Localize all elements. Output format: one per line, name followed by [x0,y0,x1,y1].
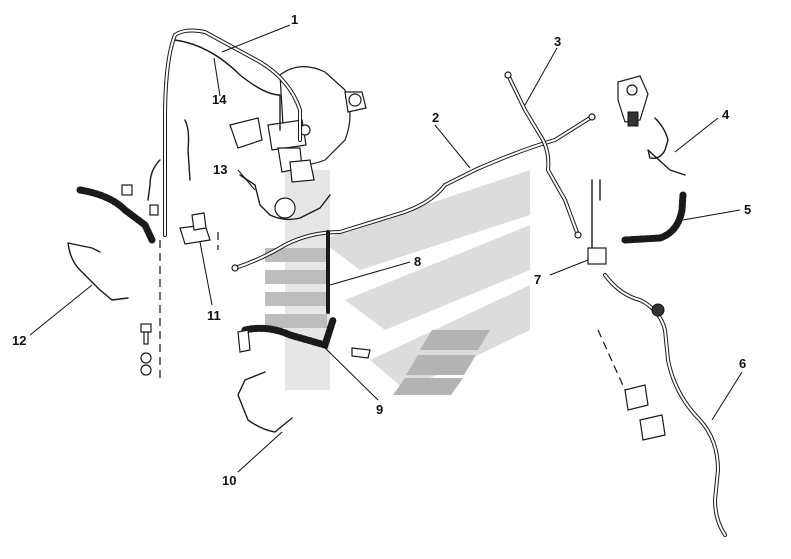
brake-line-10 [237,371,293,433]
callout-4: 4 [722,107,730,122]
leader-lines [29,24,743,473]
junction-block-7 [587,247,607,265]
callout-14: 14 [212,92,227,107]
brake-line-14 [174,39,281,131]
brake-master-cylinder-icon [229,66,367,183]
callout-2: 2 [432,110,439,125]
brake-hose-9 [241,316,337,350]
bolt-washer-icon [140,323,152,376]
brake-line-6 [603,273,727,537]
callout-12: 12 [12,333,26,348]
callout-11: 11 [207,308,221,323]
callout-7: 7 [534,272,541,287]
callout-1: 1 [291,12,298,27]
callout-9: 9 [376,402,383,417]
watermark-logo-icon [265,170,530,395]
callout-13: 13 [213,162,227,177]
callout-3: 3 [554,34,561,49]
brake-hose-5 [621,191,687,244]
brake-line-4 [647,117,686,176]
callout-10: 10 [222,473,236,488]
brake-line-12 [67,242,129,301]
brake-line-13 [239,174,331,221]
abs-valve-icon [617,75,649,127]
callout-6: 6 [739,356,746,371]
callout-8: 8 [414,254,421,269]
brake-hose-left [76,186,156,244]
callout-5: 5 [744,202,751,217]
